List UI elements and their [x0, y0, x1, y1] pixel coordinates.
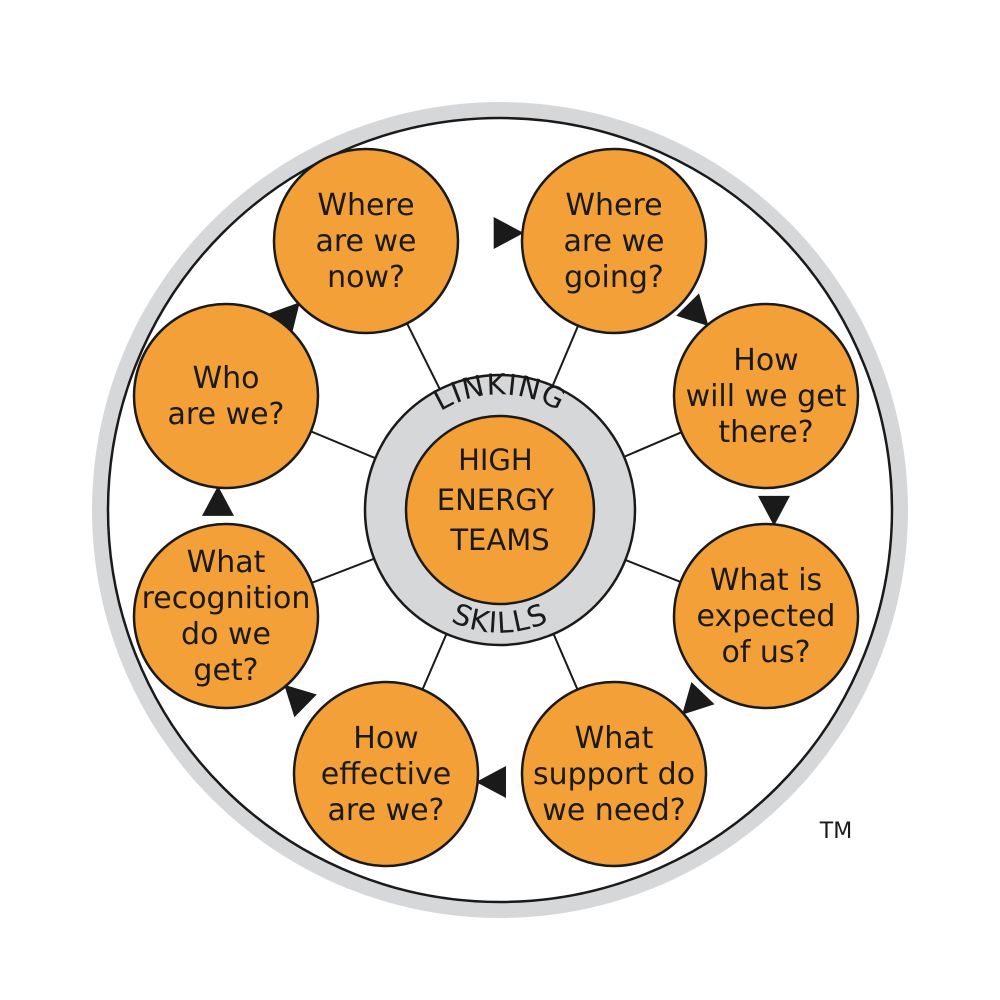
- node-label-line: will we get: [686, 379, 847, 414]
- cycle-arrow-icon: [676, 293, 709, 327]
- node-label-line: recognition: [142, 581, 311, 616]
- node-label-line: there?: [718, 415, 813, 450]
- node-label-line: How: [353, 721, 418, 756]
- node-circle: [672, 522, 860, 710]
- node-label-line: support do: [533, 757, 695, 792]
- node-label-line: are we?: [328, 793, 445, 828]
- node-circle: [292, 680, 480, 868]
- node-label-line: Who: [192, 361, 259, 396]
- node-label-line: What is: [710, 563, 822, 598]
- node-label-line: going?: [564, 260, 664, 295]
- node-label-line: are we: [563, 224, 664, 259]
- node-label-line: Where: [565, 188, 662, 223]
- center-title: HIGH ENERGY TEAMS: [437, 443, 563, 557]
- node-label-line: Where: [317, 188, 414, 223]
- cycle-arrows: [202, 217, 790, 798]
- node-label-line: now?: [327, 260, 405, 295]
- node-circle: [520, 147, 708, 335]
- center-line-2: ENERGY: [437, 483, 555, 517]
- cycle-arrow-icon: [202, 485, 234, 516]
- node-label-line: of us?: [721, 635, 810, 670]
- node-label-line: are we?: [168, 397, 285, 432]
- cycle-arrow-icon: [284, 684, 317, 718]
- center-hub: [404, 414, 596, 606]
- node-circle: [672, 302, 860, 490]
- cycle-arrow-icon: [476, 766, 506, 798]
- node-circle: [520, 680, 708, 868]
- node-circle: [272, 147, 460, 335]
- node-label-line: What: [187, 545, 266, 580]
- node-label-line: are we: [315, 224, 416, 259]
- node-label-line: How: [733, 343, 798, 378]
- trademark-mark: TM: [819, 819, 852, 844]
- node-circle: [132, 522, 320, 710]
- node-label-line: get?: [193, 653, 258, 688]
- center-line-1: HIGH: [458, 443, 533, 477]
- node-label-line: expected: [697, 599, 836, 634]
- node-label-line: we need?: [542, 793, 685, 828]
- cycle-arrow-icon: [682, 682, 715, 715]
- node-label-line: do we: [181, 617, 271, 652]
- node-label-line: effective: [321, 757, 451, 792]
- cycle-arrow-icon: [493, 217, 524, 249]
- cycle-arrow-icon: [267, 302, 300, 336]
- center-line-3: TEAMS: [449, 523, 549, 557]
- node-circle: [132, 302, 320, 490]
- node-label-line: What: [575, 721, 654, 756]
- cycle-arrow-icon: [758, 495, 790, 526]
